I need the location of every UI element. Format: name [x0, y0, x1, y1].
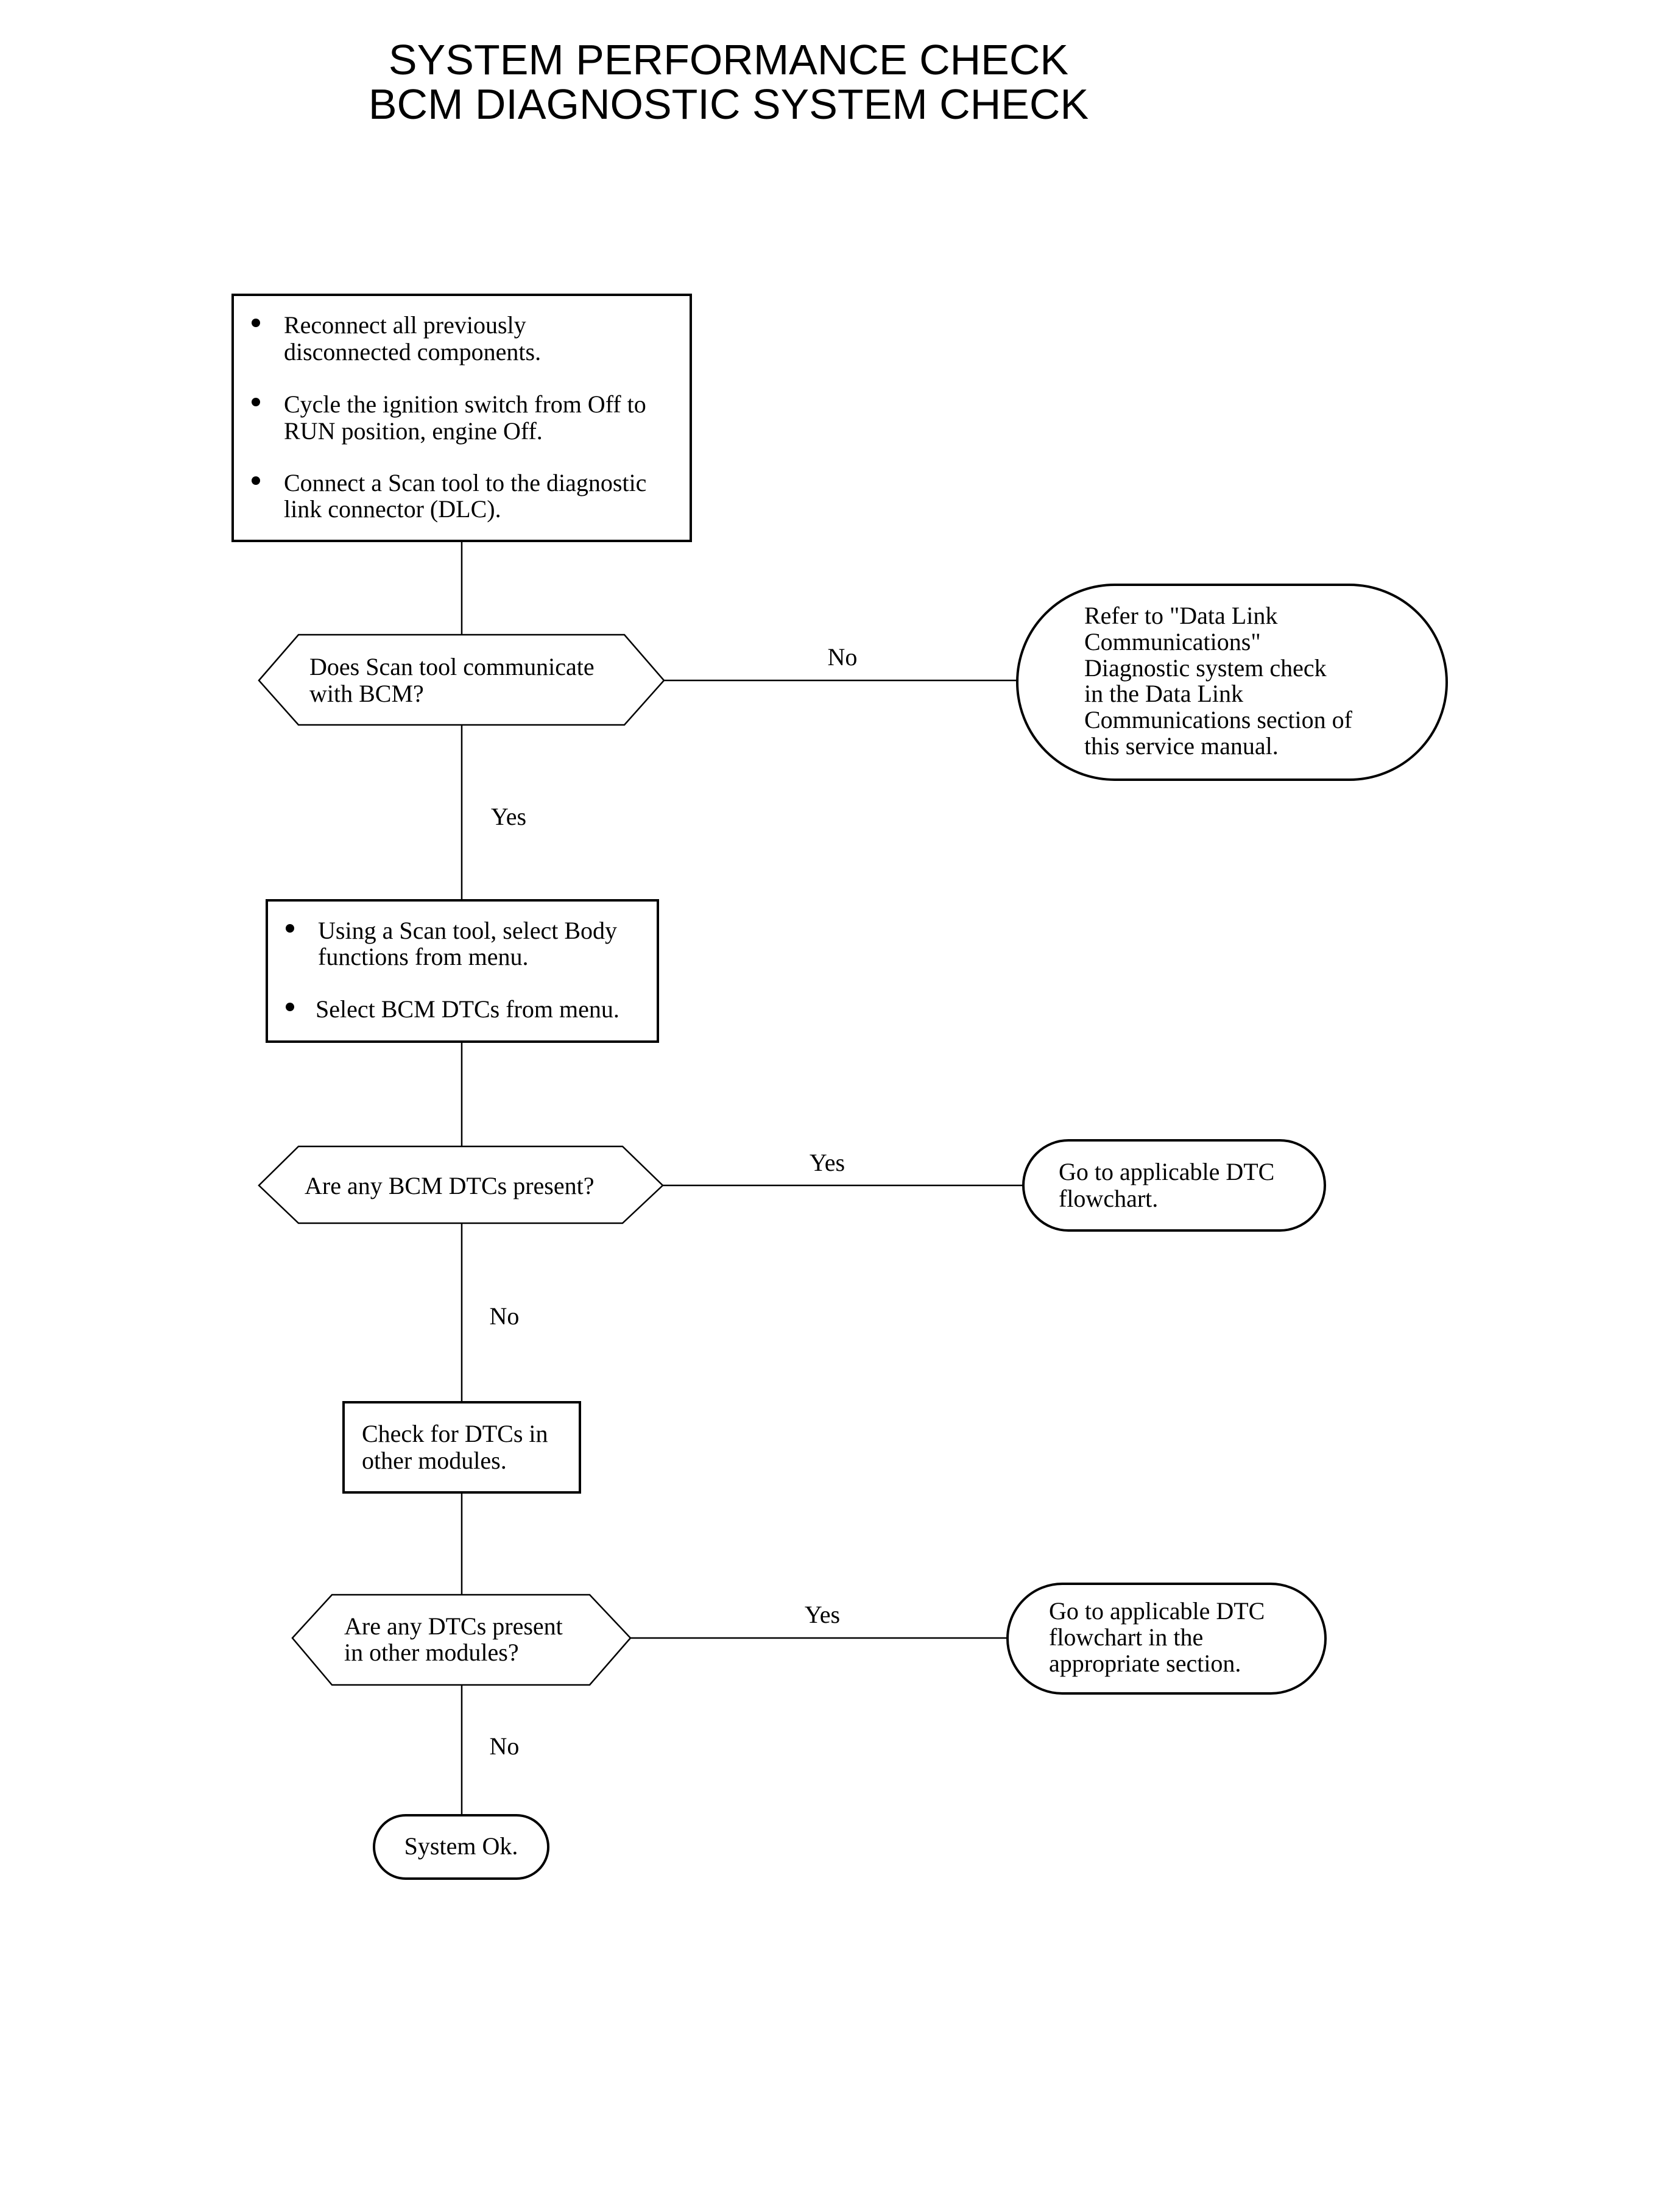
step1-box: Reconnect all previously disconnected co…	[231, 294, 692, 542]
title-line-2: BCM DIAGNOSTIC SYSTEM CHECK	[369, 80, 1089, 128]
terminal2-line2: flowchart.	[1059, 1185, 1158, 1212]
terminal1-line5: Communications section of	[1084, 706, 1353, 733]
decision2-hexagon: Are any BCM DTCs present?	[258, 1145, 664, 1224]
decision3-line2: in other modules?	[344, 1639, 519, 1666]
decision2-line1: Are any BCM DTCs present?	[305, 1172, 594, 1199]
decision1-yes-label: Yes	[491, 803, 526, 830]
step2-bullet1-line2: functions from menu.	[318, 943, 529, 970]
bullet-icon	[252, 398, 260, 406]
decision3-hexagon: Are any DTCs present in other modules?	[291, 1594, 632, 1686]
terminal4-line1: System Ok.	[404, 1832, 518, 1860]
decision3-line1: Are any DTCs present	[344, 1612, 563, 1640]
step1-bullet1-line1: Reconnect all previously	[284, 311, 526, 339]
step3-line1: Check for DTCs in	[362, 1420, 548, 1447]
decision1-line1: Does Scan tool communicate	[309, 653, 595, 680]
step1-bullet1-line2: disconnected components.	[284, 338, 541, 365]
terminal1-line2: Communications"	[1084, 628, 1261, 655]
decision1-line2: with BCM?	[309, 680, 424, 707]
terminal4-rounded-box: System Ok.	[373, 1814, 549, 1880]
title-line-1: SYSTEM PERFORMANCE CHECK	[389, 36, 1068, 83]
terminal2-line1: Go to applicable DTC	[1059, 1158, 1274, 1185]
bullet-icon	[286, 924, 294, 933]
step3-box: Check for DTCs in other modules.	[342, 1401, 581, 1494]
terminal3-rounded-box: Go to applicable DTC flowchart in the ap…	[1006, 1583, 1327, 1695]
bullet-icon	[286, 1003, 294, 1011]
step1-bullet3-line1: Connect a Scan tool to the diagnostic	[284, 469, 646, 496]
terminal1-line1: Refer to "Data Link	[1084, 602, 1277, 629]
terminal1-rounded-box: Refer to "Data Link Communications" Diag…	[1016, 584, 1448, 781]
step1-bullet2-line1: Cycle the ignition switch from Off to	[284, 390, 646, 418]
step2-bullet1-line1: Using a Scan tool, select Body	[318, 917, 617, 944]
bullet-icon	[252, 319, 260, 327]
bullet-icon	[252, 476, 260, 485]
terminal3-line3: appropriate section.	[1049, 1650, 1241, 1677]
terminal3-line1: Go to applicable DTC	[1049, 1597, 1265, 1625]
step2-box: Using a Scan tool, select Body functions…	[266, 899, 659, 1043]
terminal1-line4: in the Data Link	[1084, 680, 1243, 707]
terminal3-line2: flowchart in the	[1049, 1623, 1203, 1651]
step1-bullet3-line2: link connector (DLC).	[284, 495, 501, 523]
decision3-yes-label: Yes	[805, 1601, 840, 1628]
step3-line2: other modules.	[362, 1447, 507, 1474]
step1-bullet2-line2: RUN position, engine Off.	[284, 417, 543, 445]
terminal1-line3: Diagnostic system check	[1084, 654, 1327, 682]
decision2-no-label: No	[490, 1302, 520, 1330]
decision2-yes-label: Yes	[810, 1149, 845, 1176]
decision1-hexagon: Does Scan tool communicate with BCM?	[258, 634, 665, 726]
terminal2-rounded-box: Go to applicable DTC flowchart.	[1022, 1139, 1326, 1232]
connectors	[461, 541, 1023, 1815]
terminal1-line6: this service manual.	[1084, 732, 1279, 760]
decision1-no-label: No	[828, 643, 858, 671]
step2-bullet2-line1: Select BCM DTCs from menu.	[316, 995, 619, 1023]
decision3-no-label: No	[490, 1732, 520, 1760]
